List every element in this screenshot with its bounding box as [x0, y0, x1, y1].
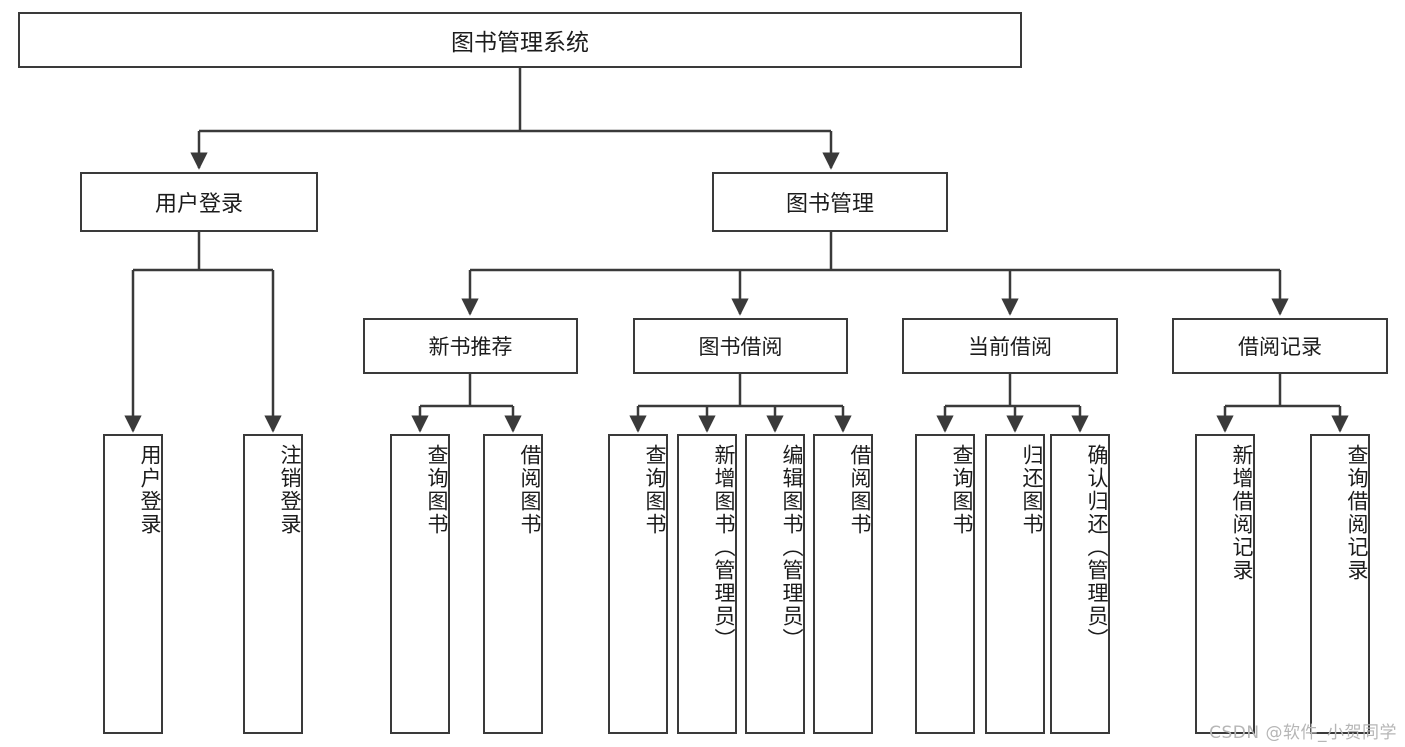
node-label: 查询图书 — [425, 444, 449, 536]
node-level2-当前借阅[interactable]: 当前借阅 — [902, 318, 1118, 374]
node-leaf-注销登录[interactable]: 注销登录 — [243, 434, 303, 734]
node-label: 图书借阅 — [698, 335, 783, 359]
node-label: 当前借阅 — [968, 335, 1052, 359]
node-leaf-借阅图书-图书借阅[interactable]: 借阅图书 — [813, 434, 873, 734]
node-label: 查询图书 — [643, 444, 667, 536]
node-leaf-用户登录[interactable]: 用户登录 — [103, 434, 163, 734]
node-label: 归还图书 — [1020, 444, 1044, 536]
node-leaf-归还图书[interactable]: 归还图书 — [985, 434, 1045, 734]
node-label: 编辑图书（管理员） — [780, 444, 804, 651]
node-leaf-借阅图书-新书推荐[interactable]: 借阅图书 — [483, 434, 543, 734]
node-label: 用户登录 — [154, 192, 243, 217]
node-leaf-新增图书管理员[interactable]: 新增图书（管理员） — [677, 434, 737, 734]
node-label: 确认归还（管理员） — [1085, 444, 1109, 651]
node-label: 借阅图书 — [848, 444, 872, 536]
node-leaf-新增借阅记录[interactable]: 新增借阅记录 — [1195, 434, 1255, 734]
node-label: 图书管理 — [785, 192, 874, 217]
node-level1-图书管理[interactable]: 图书管理 — [712, 172, 948, 232]
node-label: 新增图书（管理员） — [712, 444, 736, 651]
node-label: 查询图书 — [950, 444, 974, 536]
node-root-图书管理系统[interactable]: 图书管理系统 — [18, 12, 1022, 68]
node-label: 查询借阅记录 — [1345, 444, 1369, 582]
node-label: 用户登录 — [138, 444, 162, 536]
node-level1-用户登录[interactable]: 用户登录 — [80, 172, 318, 232]
node-label: 新书推荐 — [428, 335, 513, 359]
node-leaf-编辑图书管理员[interactable]: 编辑图书（管理员） — [745, 434, 805, 734]
node-leaf-确认归还管理员[interactable]: 确认归还（管理员） — [1050, 434, 1110, 734]
node-label: 借阅图书 — [518, 444, 542, 536]
node-label: 注销登录 — [278, 444, 302, 536]
node-leaf-查询图书-当前借阅[interactable]: 查询图书 — [915, 434, 975, 734]
node-level2-新书推荐[interactable]: 新书推荐 — [363, 318, 578, 374]
node-label: 新增借阅记录 — [1230, 444, 1254, 582]
node-level2-借阅记录[interactable]: 借阅记录 — [1172, 318, 1388, 374]
node-leaf-查询借阅记录[interactable]: 查询借阅记录 — [1310, 434, 1370, 734]
node-level2-图书借阅[interactable]: 图书借阅 — [633, 318, 848, 374]
node-label: 借阅记录 — [1238, 335, 1322, 359]
csdn-watermark: CSDN @软件_小贺同学 — [1209, 723, 1397, 743]
node-leaf-查询图书-图书借阅[interactable]: 查询图书 — [608, 434, 668, 734]
node-label: 图书管理系统 — [451, 30, 589, 56]
node-leaf-查询图书-新书推荐[interactable]: 查询图书 — [390, 434, 450, 734]
